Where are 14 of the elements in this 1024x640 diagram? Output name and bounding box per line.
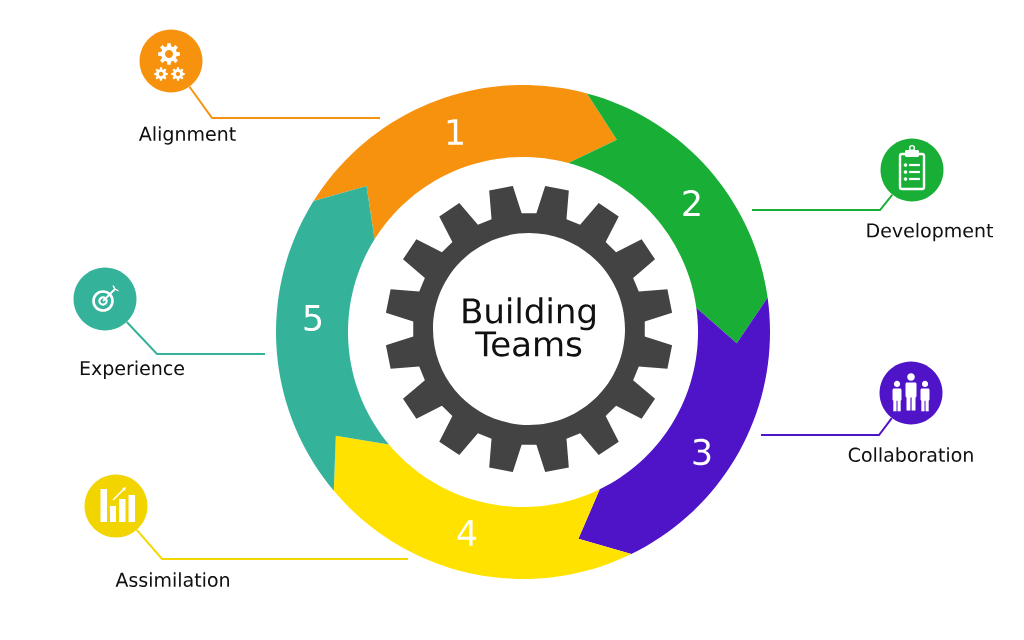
leader-line bbox=[760, 417, 893, 436]
leader-line bbox=[751, 193, 894, 211]
step-label: Development bbox=[867, 222, 993, 242]
leader-line bbox=[135, 528, 409, 560]
arrow-segment: 4 bbox=[333, 435, 632, 579]
arrow-segment: 5 bbox=[276, 186, 389, 491]
leader-line bbox=[188, 85, 381, 119]
step-label: Collaboration bbox=[848, 447, 973, 462]
step-label: Experience bbox=[80, 360, 184, 379]
step-label: Alignment bbox=[138, 126, 236, 145]
arrow-segment: 1 bbox=[313, 85, 617, 240]
leader-line bbox=[125, 321, 266, 355]
step-label: Assimilation bbox=[115, 572, 229, 587]
gear: Building Teams bbox=[385, 185, 673, 473]
